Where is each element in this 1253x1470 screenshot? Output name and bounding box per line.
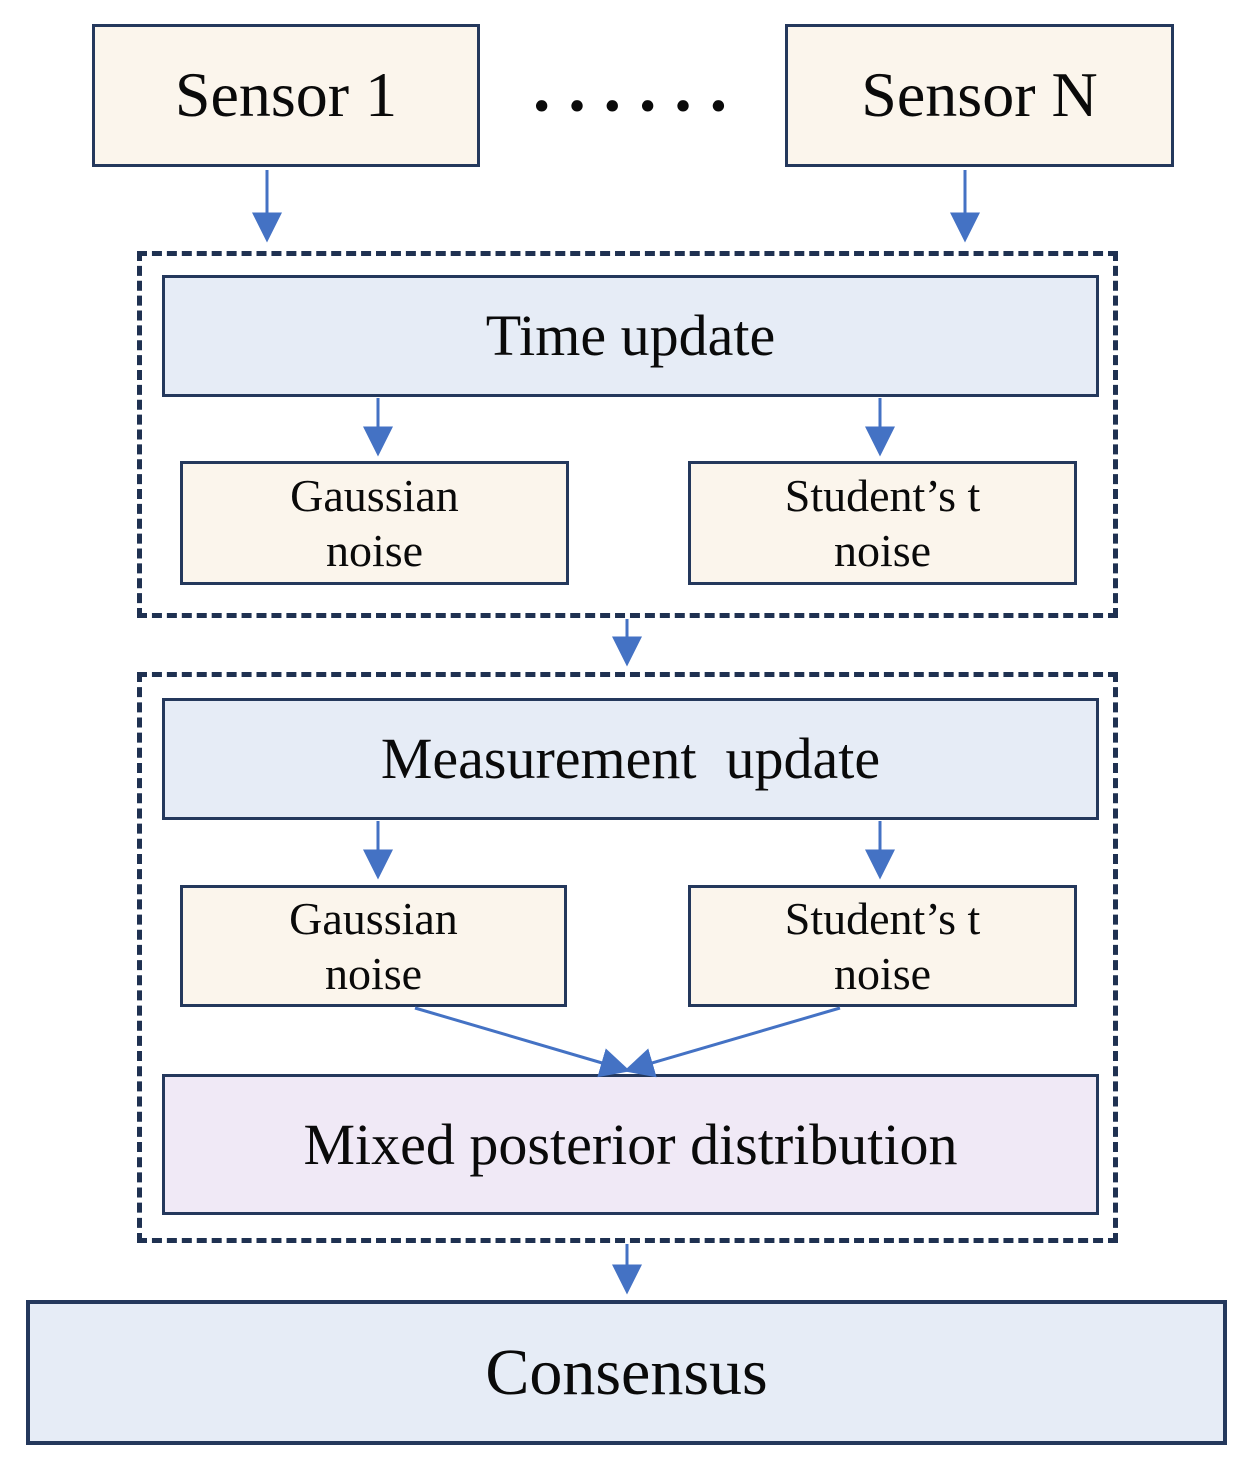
consensus-box: Consensus (26, 1300, 1227, 1445)
time-update-box: Time update (162, 275, 1099, 397)
gaussian-noise-measurement-label: Gaussian noise (289, 892, 458, 999)
students-t-noise-box-time: Student’s t noise (688, 461, 1077, 585)
students-t-noise-measurement-label: Student’s t noise (784, 892, 981, 999)
mixed-posterior-label: Mixed posterior distribution (303, 1111, 958, 1177)
gaussian-noise-time-label: Gaussian noise (290, 469, 459, 576)
measurement-update-section (137, 672, 1118, 1243)
measurement-update-box: Measurement update (162, 698, 1099, 820)
students-t-noise-box-measurement: Student’s t noise (688, 885, 1077, 1007)
sensor-n-box: Sensor N (785, 24, 1174, 167)
gaussian-noise-box-measurement: Gaussian noise (180, 885, 567, 1007)
gaussian-noise-box-time: Gaussian noise (180, 461, 569, 585)
sensor-1-label: Sensor 1 (174, 59, 398, 131)
consensus-label: Consensus (485, 1335, 768, 1409)
measurement-update-label: Measurement update (380, 726, 881, 792)
time-update-section (137, 251, 1118, 618)
mixed-posterior-box: Mixed posterior distribution (162, 1074, 1099, 1215)
ellipsis-dots: ······ (529, 68, 743, 145)
sensor-n-label: Sensor N (861, 59, 1098, 131)
sensor-1-box: Sensor 1 (92, 24, 480, 167)
time-update-label: Time update (485, 303, 776, 369)
students-t-noise-time-label: Student’s t noise (784, 469, 981, 576)
